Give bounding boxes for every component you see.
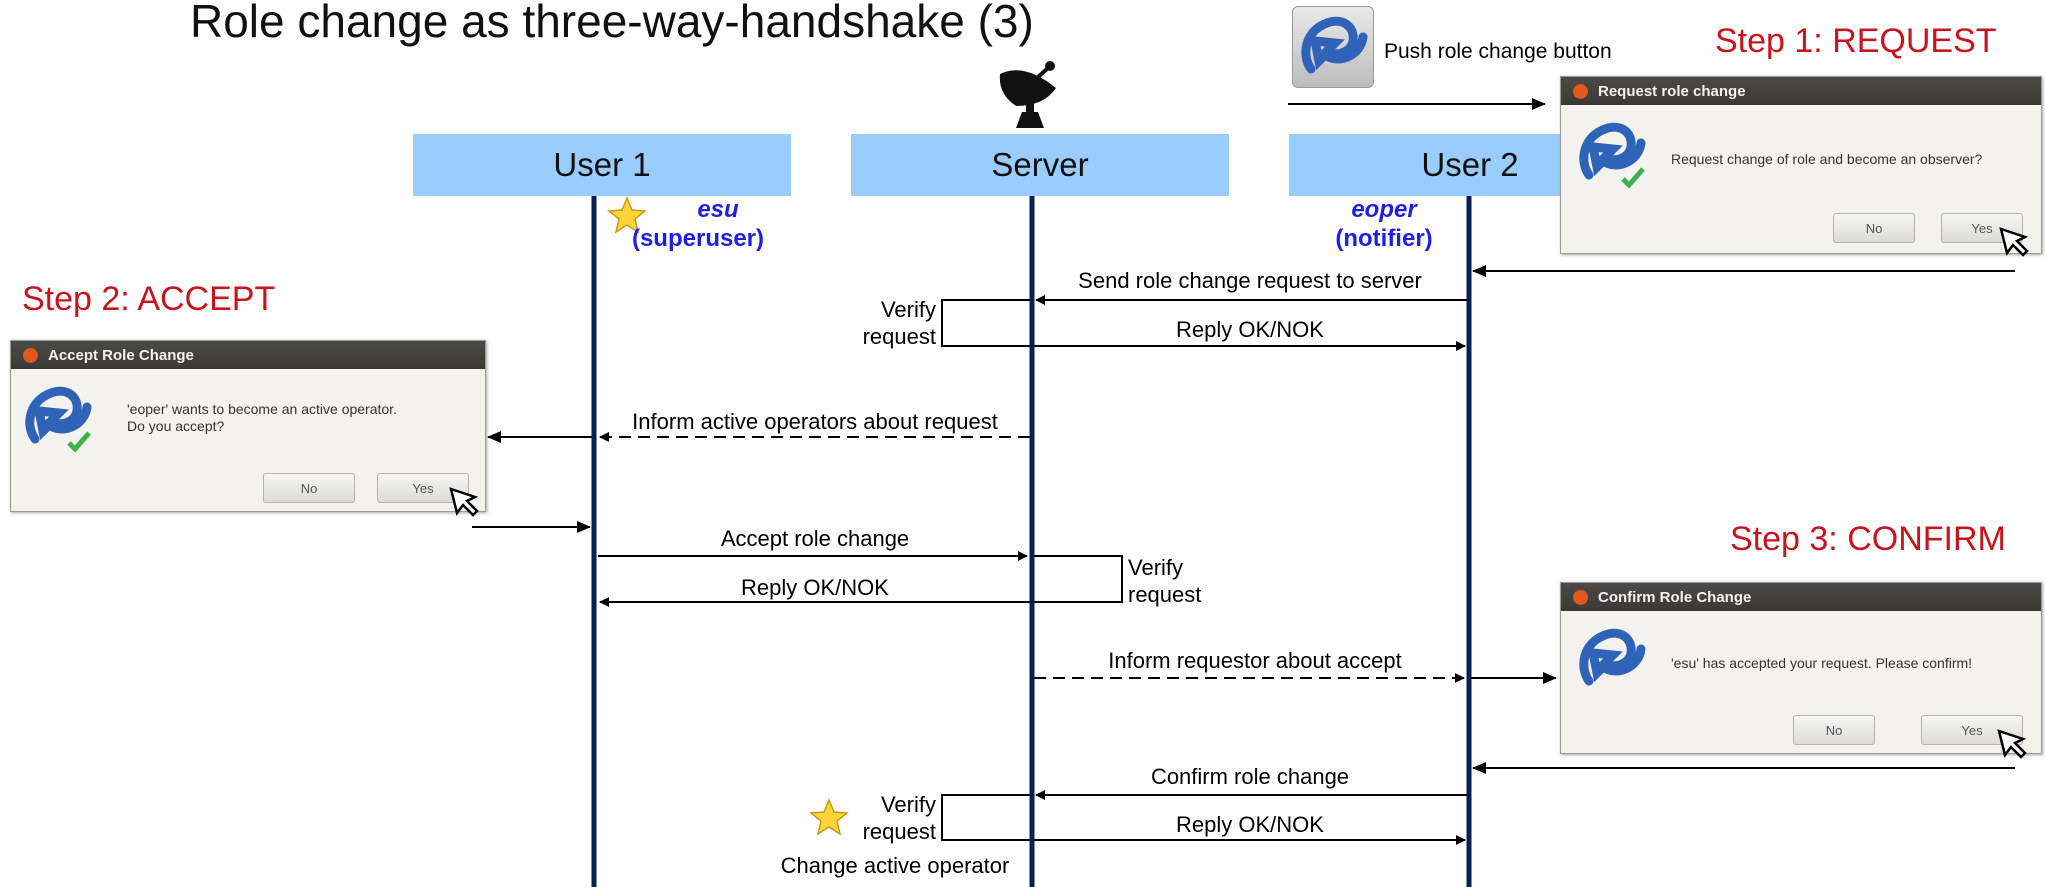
dialog-message: 'esu' has accepted your request. Please …: [1671, 655, 1973, 671]
msg-reply-2: Reply OK/NOK: [741, 575, 889, 600]
dialog-message: Request change of role and become an obs…: [1671, 151, 1983, 167]
verify-request-label-2: Verify request: [1128, 554, 1228, 608]
push-role-change-button[interactable]: [1292, 6, 1374, 88]
role-change-icon: [25, 386, 92, 453]
satellite-dish-icon: [999, 61, 1056, 128]
no-button[interactable]: No: [1833, 213, 1915, 243]
request-role-change-dialog: Request role change Request change of ro…: [1560, 76, 2042, 257]
verify-bracket-3: [941, 794, 1030, 841]
verify-line: Verify: [880, 792, 936, 817]
user1-role-label: esu (superuser): [608, 196, 788, 254]
user2-role: (notifier): [1335, 224, 1433, 252]
accept-role-change-dialog: Accept Role Change 'eoper' wants to beco…: [10, 340, 486, 517]
dialog-title: Request role change: [1598, 82, 1746, 100]
role-change-icon: [1301, 16, 1368, 74]
dialog-titlebar: Confirm Role Change: [1561, 583, 2041, 611]
star-icon-change: [809, 798, 849, 836]
verify-bracket-1: [941, 299, 1030, 347]
verify-request-label-3: Verify request: [838, 791, 936, 845]
lane-header-user1: User 1: [413, 134, 791, 196]
verify-bracket-2: [1034, 555, 1123, 603]
msg-accept-role-change: Accept role change: [720, 526, 910, 551]
msg-inform-requestor: Inform requestor about accept: [1108, 648, 1402, 673]
verify-line: Verify: [1128, 555, 1184, 580]
step-3-label: Step 3: CONFIRM: [1730, 520, 2006, 558]
msg-send-request: Send role change request to server: [1078, 268, 1422, 293]
user1-name: esu: [697, 196, 739, 223]
cursor-pointer-icon: [1997, 729, 2027, 759]
user1-role: (superuser): [631, 224, 765, 252]
confirm-role-change-dialog: Confirm Role Change 'esu' has accepted y…: [1560, 582, 2042, 759]
step-1-label: Step 1: REQUEST: [1715, 22, 1997, 60]
role-change-icon: [1579, 628, 1646, 686]
close-icon[interactable]: [1573, 83, 1588, 99]
request-line: request: [1128, 582, 1202, 607]
no-button[interactable]: No: [1793, 715, 1875, 745]
msg-confirm-role-change: Confirm role change: [1150, 764, 1350, 789]
request-line: request: [862, 324, 936, 349]
dialog-message-line2: Do you accept?: [127, 418, 225, 434]
dialog-titlebar: Accept Role Change: [11, 341, 485, 369]
dialog-message: 'eoper' wants to become an active operat…: [127, 401, 397, 435]
verify-request-label-1: Verify request: [838, 296, 936, 350]
msg-change-active-operator: Change active operator: [780, 853, 1010, 878]
yes-button[interactable]: Yes: [377, 473, 469, 503]
dialog-title: Confirm Role Change: [1598, 588, 1752, 606]
msg-reply-1: Reply OK/NOK: [1176, 317, 1324, 342]
request-line: request: [862, 819, 936, 844]
close-icon[interactable]: [1573, 589, 1588, 605]
msg-inform-operators: Inform active operators about request: [632, 409, 998, 434]
dialog-titlebar: Request role change: [1561, 77, 2041, 105]
cursor-pointer-icon: [449, 487, 479, 517]
dialog-title: Accept Role Change: [48, 346, 194, 364]
cursor-pointer-icon: [1999, 227, 2029, 257]
push-button-label: Push role change button: [1384, 40, 1612, 63]
user2-name: eoper: [1351, 196, 1417, 223]
dialog-message-line1: 'eoper' wants to become an active operat…: [127, 401, 397, 417]
msg-reply-3: Reply OK/NOK: [1176, 812, 1324, 837]
close-icon[interactable]: [23, 347, 38, 363]
diagram-title: Role change as three-way-handshake (3): [190, 0, 1034, 47]
role-change-icon: [1579, 122, 1646, 189]
step-2-label: Step 2: ACCEPT: [22, 280, 276, 318]
no-button[interactable]: No: [263, 473, 355, 503]
user2-role-label: eoper (notifier): [1294, 196, 1474, 254]
lane-header-server: Server: [851, 134, 1229, 196]
verify-line: Verify: [880, 297, 936, 322]
star-icon: [607, 196, 647, 234]
